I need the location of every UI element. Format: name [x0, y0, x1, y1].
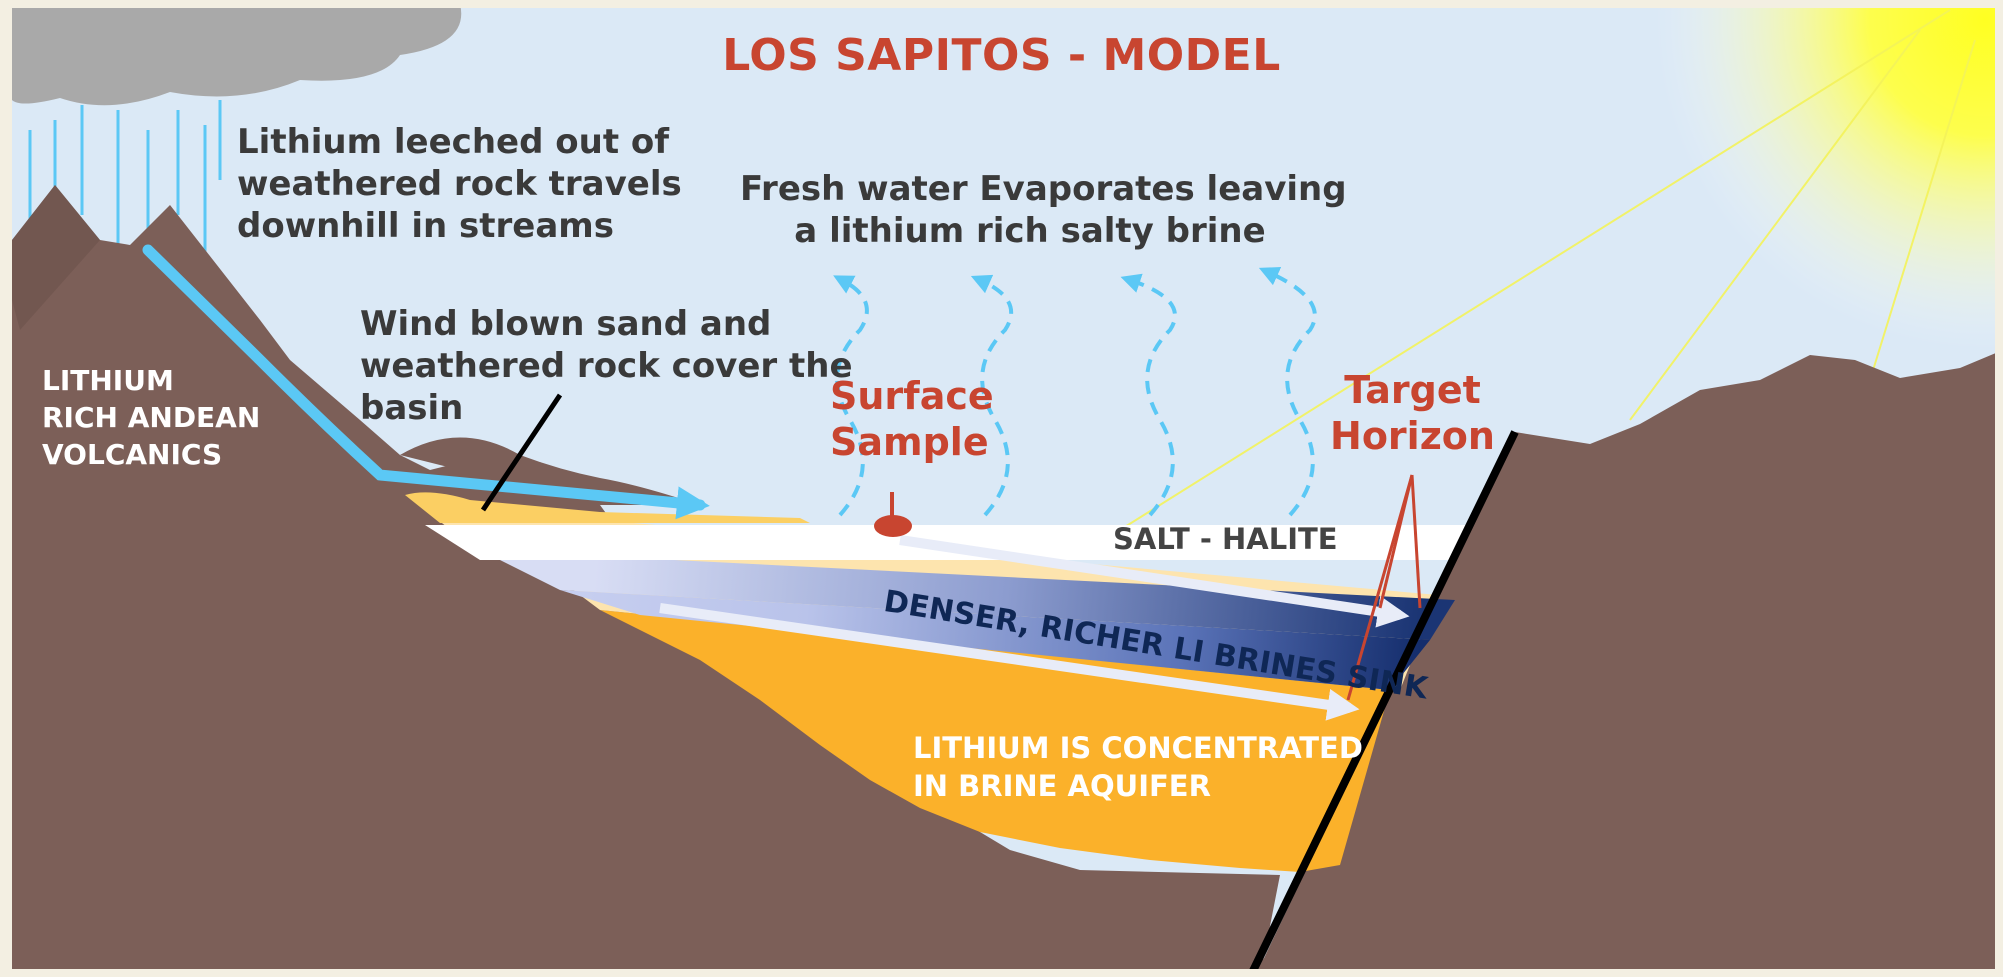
brine-band-lower [560, 590, 1430, 690]
surface-sample-pin [874, 492, 912, 537]
label-andean-volcanics: LITHIUM RICH ANDEAN VOLCANICS [42, 362, 260, 473]
evaporation-arrows [833, 267, 1317, 517]
label-line: VOLCANICS [42, 438, 223, 471]
rain-cloud-icon [12, 4, 462, 106]
label-line: Surface [830, 374, 994, 418]
label-line: a lithium rich salty brine [794, 211, 1266, 251]
sun-icon [1119, 0, 2003, 531]
diagram-title: LOS SAPITOS - MODEL [722, 30, 1281, 81]
label-line: Fresh water Evaporates leaving [740, 169, 1347, 209]
brine-band-upper [480, 550, 1455, 640]
label-line: weathered rock travels [237, 164, 682, 204]
label-line: Target [1344, 368, 1481, 412]
label-fresh-water-evaporates: Fresh water Evaporates leaving a lithium… [740, 168, 1347, 252]
fault-line [1246, 430, 1519, 977]
mound [400, 437, 700, 505]
brine-aquifer [600, 610, 1390, 872]
label-line: downhill in streams [237, 206, 614, 246]
label-brine-aquifer: LITHIUM IS CONCENTRATED IN BRINE AQUIFER [913, 729, 1363, 805]
brine-flow-arrows [659, 535, 1410, 721]
label-target-horizon: Target Horizon [1325, 367, 1500, 459]
target-horizon-pointers [1346, 474, 1422, 701]
label-line: Lithium leeched out of [237, 122, 670, 162]
label-line: weathered rock cover the [360, 346, 853, 386]
ground-right [1255, 350, 2003, 977]
label-lithium-leeched: Lithium leeched out of weathered rock tr… [237, 121, 682, 247]
wind-pointer-line [480, 393, 563, 512]
label-line: IN BRINE AQUIFER [913, 769, 1211, 803]
stream-arrow [142, 244, 710, 520]
label-line: basin [360, 388, 464, 428]
label-line: Wind blown sand and [360, 304, 772, 344]
label-line: Sample [830, 420, 989, 464]
label-salt-halite: SALT - HALITE [1113, 522, 1338, 556]
label-surface-sample: Surface Sample [830, 373, 994, 465]
peak-shading [12, 185, 100, 330]
label-line: LITHIUM [42, 364, 174, 397]
label-line: Horizon [1330, 414, 1495, 458]
label-line: RICH ANDEAN [42, 401, 261, 434]
label-line: LITHIUM IS CONCENTRATED [913, 731, 1363, 765]
label-wind-blown-sand: Wind blown sand and weathered rock cover… [360, 303, 853, 429]
